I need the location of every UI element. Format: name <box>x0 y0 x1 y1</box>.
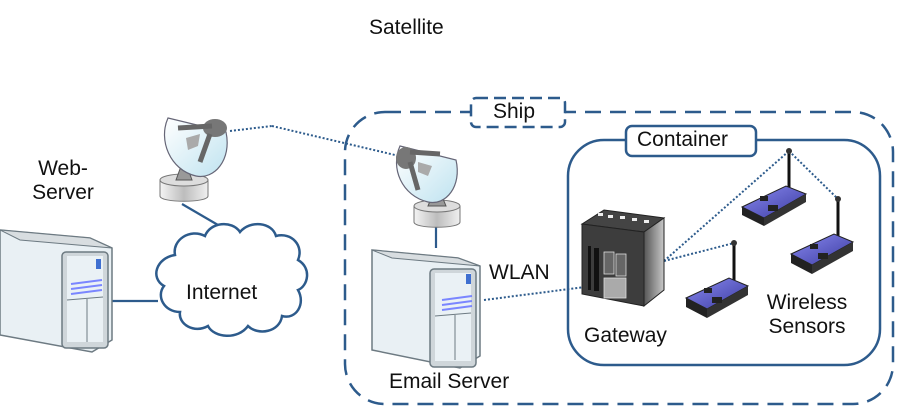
satellite-dish-left-icon <box>159 117 228 202</box>
wireless-sensors-label-line2: Sensors <box>768 315 846 339</box>
web-server-label-line2: Server <box>32 181 94 205</box>
gateway-label: Gateway <box>584 324 667 347</box>
satellite-link-1 <box>229 125 273 132</box>
gateway-icon <box>580 209 666 308</box>
wlan-link <box>483 286 586 301</box>
satellite-dish-ship-icon <box>395 145 461 228</box>
web-server-icon <box>0 229 113 353</box>
wireless-sensor-1-icon <box>740 148 808 226</box>
ship-boundary <box>343 110 895 406</box>
internet-cloud-icon <box>155 223 309 337</box>
sensor1-to-sensor2 <box>788 150 839 200</box>
satellite-link-2 <box>271 125 396 156</box>
container-label-box <box>624 124 758 158</box>
email-server-label: Email Server <box>389 370 510 393</box>
wireless-sensor-2-icon <box>789 196 855 274</box>
ship-label: Ship <box>493 100 536 123</box>
ship-label-box <box>469 96 567 129</box>
container-label: Container <box>637 128 729 151</box>
wlan-label: WLAN <box>489 261 550 284</box>
wireless-sensors-label-line1: Wireless <box>766 291 848 314</box>
wireless-sensor-3-icon <box>684 240 750 318</box>
email-server-icon <box>371 249 481 369</box>
internet-label: Internet <box>186 281 258 304</box>
wireless-sensors-label: Wireless Sensors <box>752 291 862 339</box>
web-server-label-line1: Web- <box>38 157 88 180</box>
gateway-to-sensor3 <box>663 242 735 262</box>
web-server-label: Web- Server <box>18 157 108 205</box>
satellite-label: Satellite <box>369 16 444 39</box>
